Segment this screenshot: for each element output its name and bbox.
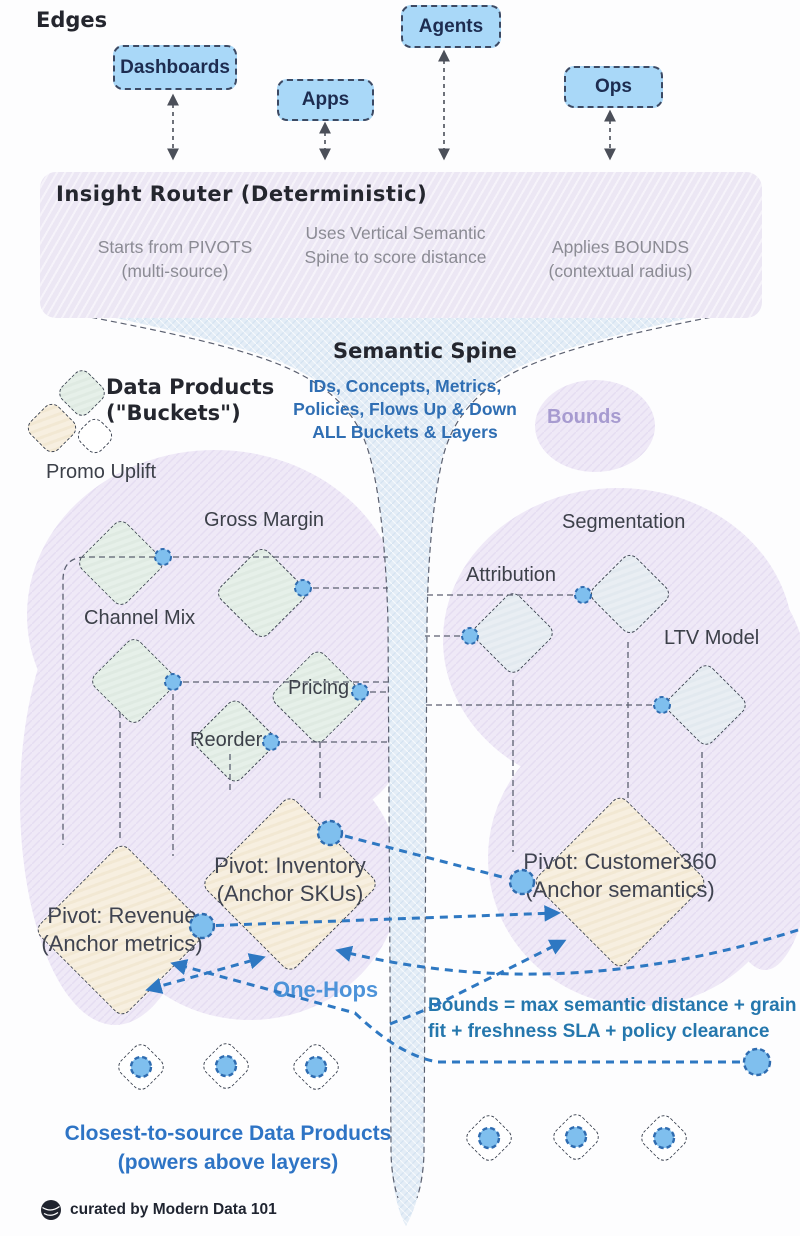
pivot-customer360-line2: (Anchor semantics) [525,877,715,902]
bounds-formula-text: Bounds = max semantic distance + grain f… [428,995,797,1043]
pivot-revenue-line1: Pivot: Revenue [47,902,197,928]
modern-data-101-logo-icon [41,1200,61,1220]
bucket-diamond-promo-uplift [75,517,167,609]
insight-router-title: Insight Router (Deterministic) [56,182,428,206]
insight-router-band: Insight Router (Deterministic) Starts fr… [40,172,762,318]
pivot-revenue-line2: (Anchor metrics) [41,931,203,956]
footer-credit-text: curated by Modern Data 101 [70,1201,277,1218]
pivot-inventory-line1: Pivot: Inventory [214,852,366,878]
bucket-diamond-attribution [469,589,557,677]
bucket-label-promo-uplift: Promo Uplift [46,461,157,483]
bucket-label-reorder: Reorder [190,729,263,751]
source-diamond [462,1111,516,1165]
edge-node-agents: Agents [401,5,501,48]
source-diamond [289,1040,343,1094]
bucket-diamond-channel-mix [88,635,180,727]
edge-node-apps-label: Apps [301,89,350,110]
router-feature-pivots: Starts from PIVOTS (multi-source) [97,237,253,281]
edge-node-apps: Apps [277,79,374,121]
bucket-label-attribution: Attribution [466,564,557,586]
bucket-label-pricing: Pricing [288,677,350,699]
semantic-spine-title: Semantic Spine [333,339,517,363]
source-layer-line2: (powers above layers) [117,1151,339,1175]
edge-node-dashboards-label: Dashboards [120,56,230,78]
pivot-inventory-line2: (Anchor SKUs) [216,881,364,906]
edge-router-arrows [167,49,616,161]
source-diamond [637,1111,691,1165]
bucket-diamond-segmentation [586,550,674,638]
bucket-label-channel-mix: Channel Mix [84,607,196,629]
source-diamond [549,1110,603,1164]
edges-section-label: Edges [36,8,108,32]
semantic-spine-description: IDs, Concepts, Metrics, Policies, Flows … [293,376,517,443]
edge-node-ops-label: Ops [595,76,632,97]
bucket-label-gross-margin: Gross Margin [204,509,325,531]
pivot-customer360-line1: Pivot: Customer360 [523,848,717,874]
legend-title-line1: Data Products [106,375,275,399]
footer-credit: curated by Modern Data 101 [40,1199,277,1221]
bucket-label-segmentation: Segmentation [562,511,686,533]
router-feature-bounds: Applies BOUNDS (contextual radius) [548,237,693,281]
bucket-label-ltv-model: LTV Model [664,627,760,649]
edge-node-ops: Ops [564,66,663,108]
legend-title-line2: ("Buckets") [106,401,241,426]
bucket-diamond-gross-margin [213,544,311,642]
source-diamond [114,1040,168,1094]
source-layer-line1: Closest-to-source Data Products [64,1122,392,1145]
edge-node-agents-label: Agents [418,15,484,37]
edge-node-dashboards: Dashboards [113,45,237,90]
bucket-diamond-ltv-model [662,661,750,749]
one-hops-label: One-Hops [273,977,379,1002]
bounds-line-end-dot [742,1047,772,1077]
router-feature-spine: Uses Vertical Semantic Spine to score di… [304,223,487,267]
source-diamond [199,1039,253,1093]
bounds-region-label: Bounds [547,406,622,428]
